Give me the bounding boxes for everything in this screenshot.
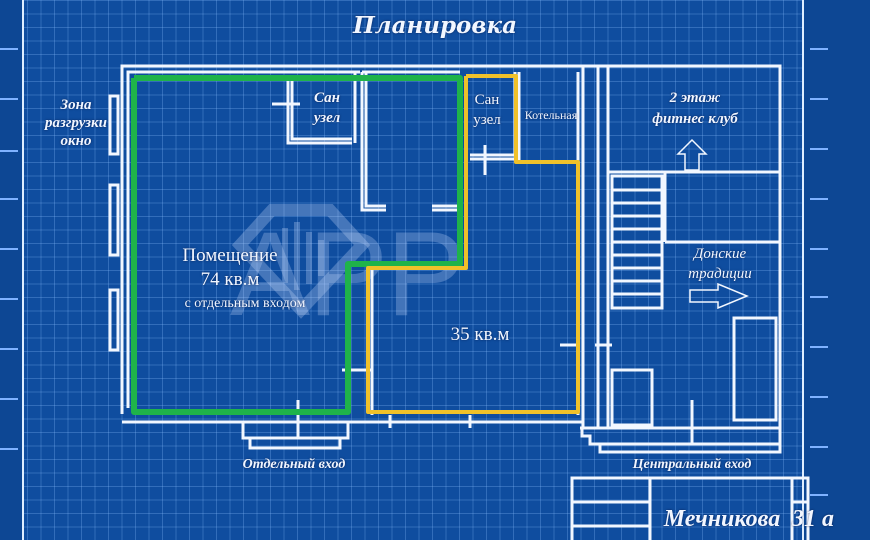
label-line: Сан bbox=[314, 90, 340, 106]
arrow-up-icon bbox=[676, 138, 708, 172]
margin-tick bbox=[810, 346, 828, 348]
margin-tick bbox=[810, 494, 828, 496]
right-margin bbox=[802, 0, 870, 540]
room-name: Помещение bbox=[182, 245, 278, 266]
boiler-room-label: Котельная bbox=[524, 108, 578, 122]
label-line: традиции bbox=[688, 266, 752, 282]
separate-entrance-label: Отдельный вход bbox=[242, 457, 346, 472]
margin-tick bbox=[810, 198, 828, 200]
margin-tick bbox=[0, 448, 18, 450]
bathroom-2-label: Сан узел bbox=[466, 90, 508, 130]
room-35-outline bbox=[366, 74, 580, 414]
label-line: узел bbox=[473, 112, 501, 128]
room-74-note: с отдельным входом bbox=[184, 296, 306, 311]
margin-tick bbox=[0, 48, 18, 50]
margin-tick bbox=[0, 298, 18, 300]
margin-tick bbox=[0, 198, 18, 200]
margin-tick bbox=[0, 248, 18, 250]
address-street: Мечникова bbox=[663, 506, 781, 532]
label-line: окно bbox=[60, 133, 92, 149]
room-74-outline bbox=[131, 75, 463, 415]
left-margin bbox=[0, 0, 24, 540]
margin-tick bbox=[810, 148, 828, 150]
page-title: Планировка bbox=[353, 12, 517, 39]
label-line: разгрузки bbox=[45, 115, 107, 131]
second-floor-label: 2 этаж фитнес клуб bbox=[620, 88, 770, 130]
room-74-label: Помещение 74 кв.м bbox=[150, 244, 310, 292]
margin-tick bbox=[810, 446, 828, 448]
central-entrance-label: Центральный вход bbox=[632, 457, 752, 472]
address-number: 31 а bbox=[792, 506, 834, 532]
margin-tick bbox=[810, 396, 828, 398]
room-area: 74 кв.м bbox=[200, 269, 260, 290]
margin-tick bbox=[810, 98, 828, 100]
label-line: Донские bbox=[693, 246, 747, 262]
margin-tick bbox=[0, 348, 18, 350]
label-line: фитнес клуб bbox=[652, 111, 738, 127]
margin-tick bbox=[810, 296, 828, 298]
margin-tick bbox=[0, 150, 18, 152]
margin-tick bbox=[810, 248, 828, 250]
label-line: Сан bbox=[474, 92, 500, 108]
margin-tick bbox=[0, 98, 18, 100]
don-traditions-label: Донские традиции bbox=[670, 244, 770, 284]
margin-tick bbox=[0, 398, 18, 400]
room-35-label: 35 кв.м bbox=[450, 324, 510, 345]
margin-tick bbox=[810, 48, 828, 50]
label-line: узел bbox=[313, 110, 341, 126]
arrow-right-icon bbox=[688, 282, 750, 310]
label-line: 2 этаж bbox=[669, 90, 721, 106]
label-line: Зона bbox=[60, 97, 92, 113]
unloading-zone-label: Зона разгрузки окно bbox=[30, 96, 122, 150]
bathroom-1-label: Сан узел bbox=[300, 88, 354, 128]
